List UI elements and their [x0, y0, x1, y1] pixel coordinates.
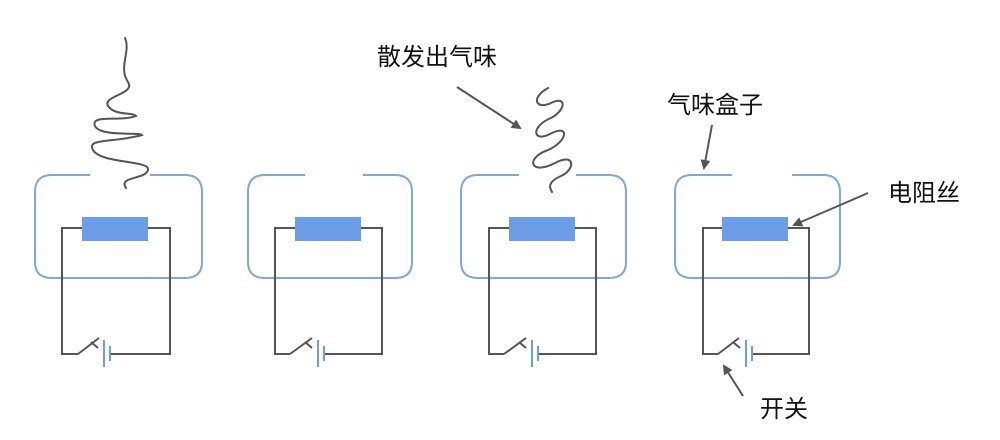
- switch-label: 开关: [760, 395, 808, 423]
- switch-lever: [503, 337, 527, 355]
- resistance-wire: [82, 217, 148, 241]
- smell-box: [247, 174, 413, 279]
- unit-1: [34, 37, 203, 367]
- resistance-wire: [722, 217, 788, 241]
- smell-box: [34, 174, 203, 279]
- switch-arrow: [722, 364, 744, 397]
- unit-3: [460, 87, 627, 367]
- circuit-wire: [488, 227, 597, 355]
- circuit-wire: [61, 227, 171, 355]
- smell-squiggle: [532, 87, 573, 193]
- switch-lever: [717, 337, 740, 355]
- circuit-wire: [274, 227, 383, 355]
- switch-lever: [289, 337, 313, 355]
- resistance-wire: [295, 217, 361, 241]
- unit-2: [247, 174, 413, 367]
- smell-box: [460, 174, 627, 279]
- resistance-wire-label: 电阻丝: [888, 179, 960, 207]
- smell-box-label: 气味盒子: [667, 91, 763, 119]
- smell-box: [674, 174, 841, 279]
- smell-box-arrow: [700, 124, 713, 170]
- resistance-wire-arrow: [792, 192, 869, 227]
- emit-smell-label: 散发出气味: [377, 43, 497, 71]
- switch-lever: [77, 337, 100, 355]
- emit-smell-arrow: [456, 86, 522, 130]
- smell-squiggle: [90, 37, 149, 189]
- resistance-wire: [509, 217, 575, 241]
- circuit-wire: [702, 227, 810, 355]
- unit-4: [674, 174, 841, 367]
